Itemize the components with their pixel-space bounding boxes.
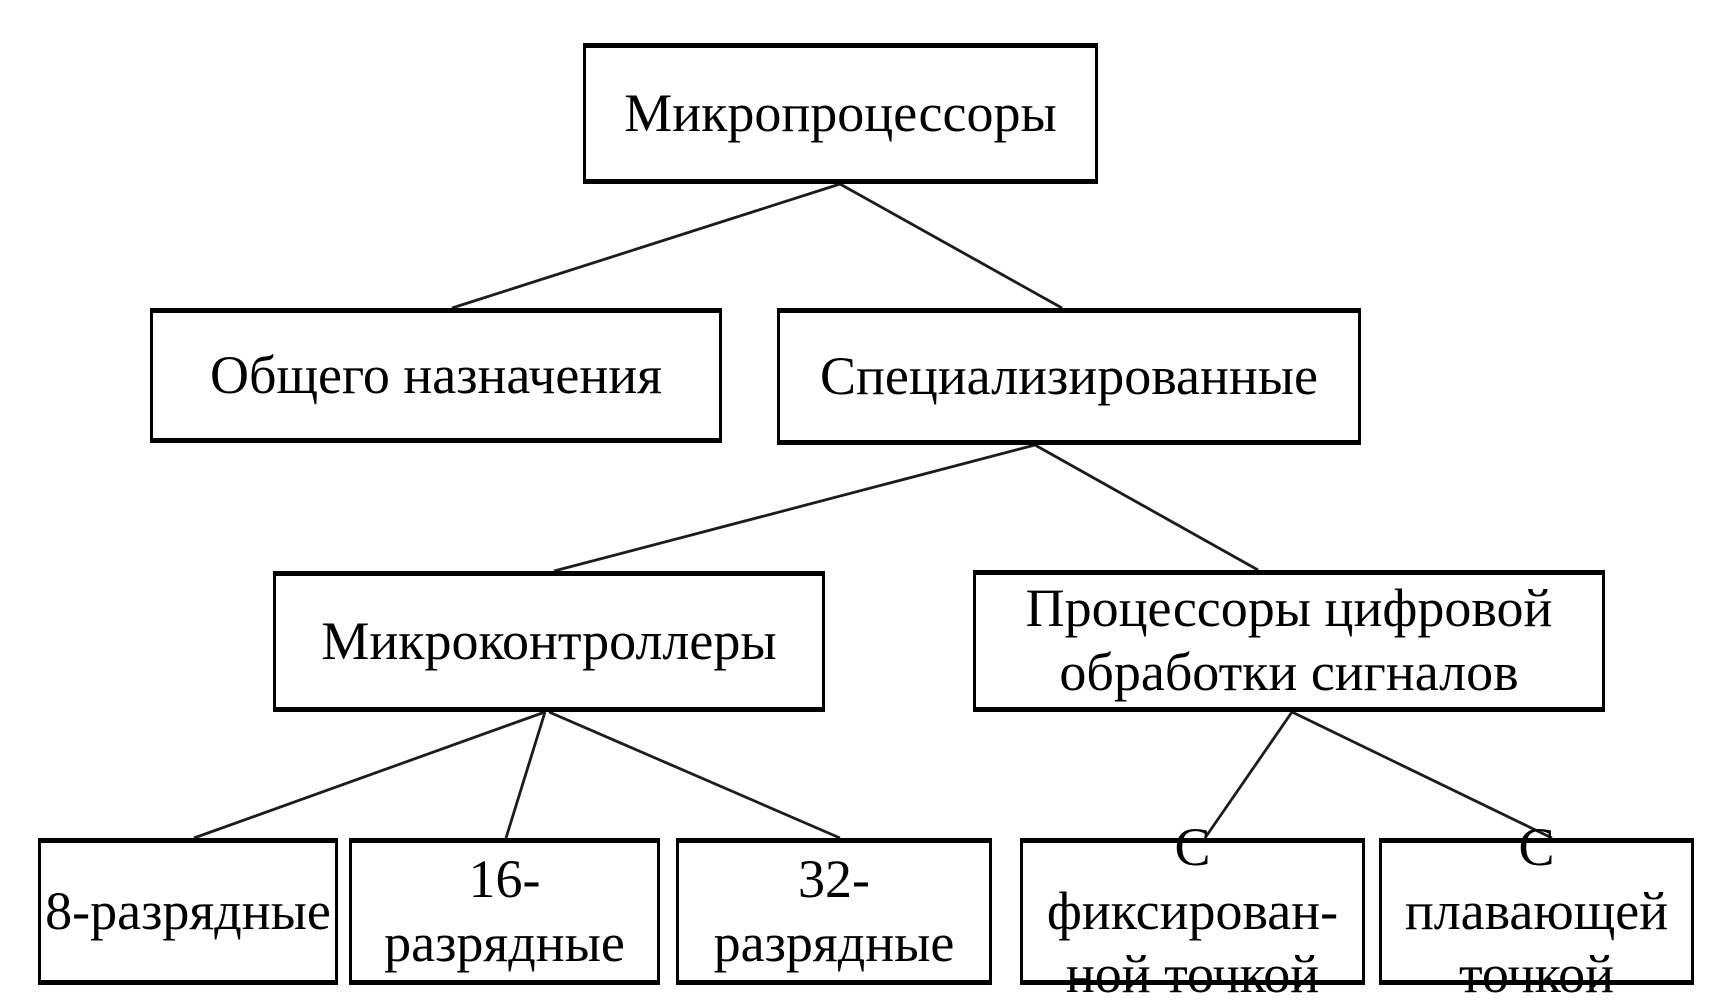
node-fixed-point: С фиксирован- ной точкой: [1020, 817, 1365, 1004]
edge-mcu-8bit: [193, 710, 546, 840]
edge-root-general: [451, 182, 841, 310]
node-8-bit: 8-разрядные: [38, 838, 338, 985]
node-microcontrollers: Микроконтроллеры: [273, 571, 825, 712]
edge-special-dsp: [1034, 443, 1259, 572]
edge-root-special: [839, 182, 1063, 310]
node-digital-signal-processors: Процессоры цифровой обработки сигналов: [973, 570, 1605, 712]
node-specialized: Специализированные: [777, 308, 1361, 445]
edge-mcu-16bit: [504, 711, 547, 839]
node-floating-point: С плавающей точкой: [1379, 817, 1694, 1004]
edge-special-mcu: [553, 443, 1036, 573]
node-general-purpose: Общего назначения: [150, 308, 722, 443]
node-32-bit: 32-разрядные: [676, 838, 992, 985]
node-16-bit: 16-разрядные: [349, 838, 660, 985]
node-microprocessors: Микропроцессоры: [583, 43, 1098, 184]
edge-mcu-32bit: [548, 710, 841, 840]
